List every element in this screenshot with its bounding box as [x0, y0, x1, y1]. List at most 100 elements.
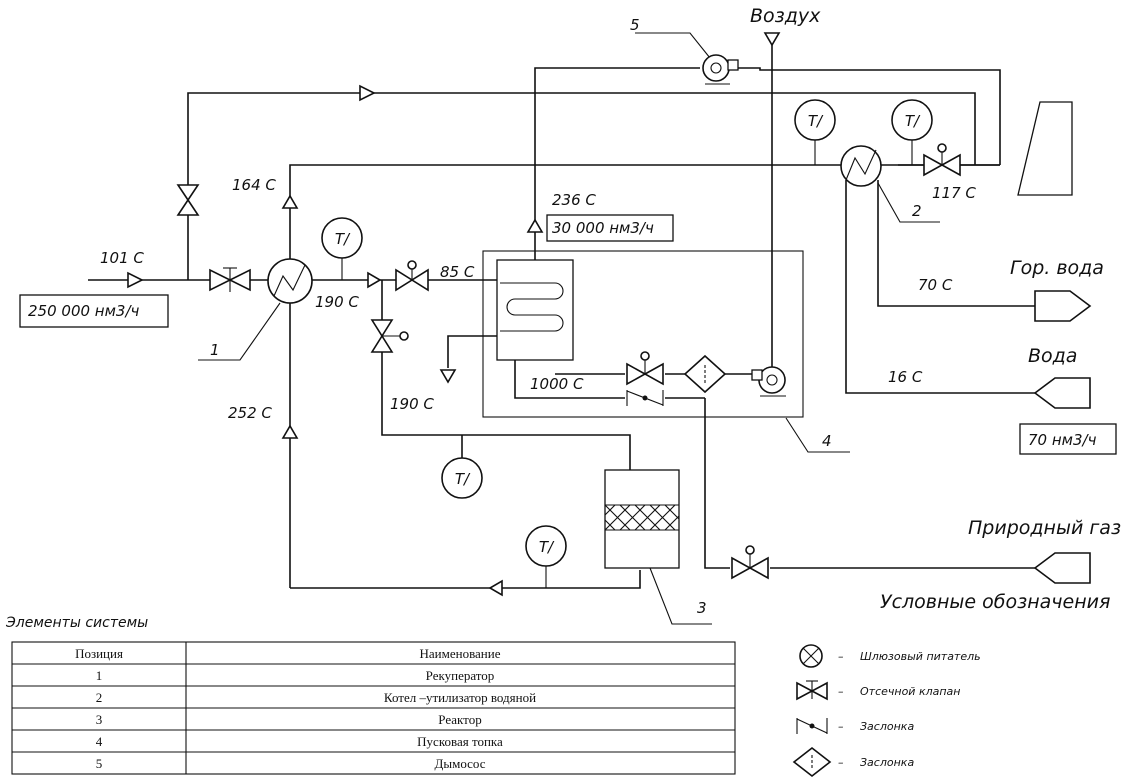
legend-label: Шлюзовый питатель — [860, 650, 981, 663]
temp-label: 16 С — [888, 368, 923, 386]
water-inlet-icon — [1033, 377, 1091, 409]
temp-label: 190 С — [390, 395, 434, 413]
reactor — [604, 469, 680, 569]
table-header: Позиция — [75, 646, 123, 661]
temperature-gauge-icon: T/ — [525, 525, 567, 588]
flow-box — [1019, 423, 1117, 455]
legend: – Шлюзовый питатель – Отсечной клапан – … — [792, 644, 981, 778]
table-cell: Дымосос — [434, 756, 485, 771]
table-header: Наименование — [420, 646, 501, 661]
legend-dash: – — [838, 685, 844, 698]
control-valve-icon — [626, 351, 664, 386]
legend-dash: – — [838, 720, 844, 733]
flow-label: 30 000 нм3/ч — [552, 219, 654, 237]
temp-label: 164 С — [232, 176, 276, 194]
air-label: Воздух — [750, 5, 821, 27]
temp-label: 117 С — [932, 184, 976, 202]
gas-valve-icon — [731, 545, 769, 580]
flow-arrow-icon — [359, 84, 376, 102]
flow-arrow-icon — [526, 218, 544, 233]
control-valve-icon — [923, 143, 961, 177]
legend-title: Условные обозначения — [880, 591, 1110, 613]
gas-inlet-icon — [1033, 552, 1091, 584]
elements-title: Элементы системы — [5, 615, 148, 631]
io-arrows — [1033, 290, 1092, 584]
filter-damper-icon — [792, 746, 832, 778]
table-cell: Пусковая топка — [417, 734, 503, 749]
table-cell: Реактор — [438, 712, 481, 727]
table-cell: 4 — [96, 734, 103, 749]
furnace-coil — [496, 259, 574, 361]
temp-label: 190 С — [315, 293, 359, 311]
temp-label: 236 С — [552, 191, 596, 209]
flow-arrow-icon — [488, 579, 503, 597]
pipelines — [88, 32, 1035, 625]
natural-gas-label: Природный газ — [968, 517, 1121, 539]
damper-icon — [796, 718, 828, 734]
temp-label: 101 С — [100, 249, 144, 267]
table-cell: 3 — [96, 712, 103, 727]
shutoff-valve-icon — [209, 267, 251, 292]
process-labels: Воздух 164 С 236 С 30 000 нм3/ч 101 С 25… — [5, 5, 1121, 631]
legend-dash: – — [838, 756, 844, 769]
control-valve-icon — [395, 260, 429, 292]
svg-text:T/: T/ — [335, 230, 351, 248]
flow-arrow-icon — [281, 424, 299, 439]
air-fan-icon — [751, 366, 786, 397]
position-number: 2 — [912, 202, 922, 220]
shutoff-valve-icon — [796, 680, 828, 701]
recuperator — [267, 258, 313, 304]
position-number: 3 — [697, 599, 707, 617]
temperature-gauges: T/ T/ T/ T/ T/ — [321, 99, 933, 588]
flow-box — [546, 214, 674, 242]
flow-box — [19, 294, 169, 328]
filter-icon — [683, 354, 727, 394]
chimney — [1017, 101, 1073, 196]
hot-water-outlet-icon — [1034, 290, 1092, 322]
legend-label: Отсечной клапан — [860, 685, 961, 698]
flow-label: 70 нм3/ч — [1028, 431, 1097, 449]
valves — [176, 143, 961, 580]
startup-furnace-frame — [482, 250, 804, 418]
position-number: 1 — [210, 341, 220, 359]
legend-label: Заслонка — [860, 720, 914, 733]
table-cell: 2 — [96, 690, 103, 705]
catalyst-bed — [604, 504, 680, 531]
temperature-gauge-icon: T/ — [794, 99, 836, 165]
flow-label: 250 000 нм3/ч — [28, 302, 140, 320]
control-valve-icon — [370, 319, 409, 353]
flow-arrows — [127, 32, 781, 597]
position-numbers: 5 1 2 4 3 — [210, 16, 922, 617]
svg-text:T/: T/ — [455, 470, 471, 488]
flow-arrow-icon — [367, 271, 382, 289]
svg-text:T/: T/ — [539, 538, 555, 556]
exhaust-fan-icon — [702, 54, 739, 85]
flow-arrow-icon — [281, 194, 299, 209]
temperature-gauge-icon: T/ — [321, 217, 363, 280]
temperature-gauge-icon: T/ — [891, 99, 933, 165]
table-cell: 5 — [96, 756, 103, 771]
svg-text:T/: T/ — [905, 112, 921, 130]
temp-label: 1000 С — [530, 375, 584, 393]
table-cell: Рекуператор — [426, 668, 495, 683]
svg-text:T/: T/ — [808, 112, 824, 130]
elements-table: Позиция Наименование 1 Рекуператор 2 Кот… — [11, 641, 736, 775]
legend-dash: – — [838, 650, 844, 663]
table-cell: Котел –утилизатор водяной — [384, 690, 536, 705]
flow-arrow-icon — [439, 369, 457, 384]
sluice-feeder-icon — [799, 644, 823, 668]
table-cell: 1 — [96, 668, 103, 683]
temp-label: 85 С — [440, 263, 475, 281]
position-number: 5 — [630, 16, 640, 34]
air-inlet-arrow-icon — [763, 32, 781, 47]
waste-heat-boiler — [840, 145, 882, 187]
hot-water-label: Гор. вода — [1010, 257, 1104, 279]
temperature-gauge-icon: T/ — [441, 457, 483, 499]
flow-arrow-icon — [127, 271, 144, 289]
water-label: Вода — [1028, 345, 1077, 367]
legend-label: Заслонка — [860, 756, 914, 769]
temp-label: 70 С — [918, 276, 953, 294]
damper-icon — [626, 390, 664, 406]
